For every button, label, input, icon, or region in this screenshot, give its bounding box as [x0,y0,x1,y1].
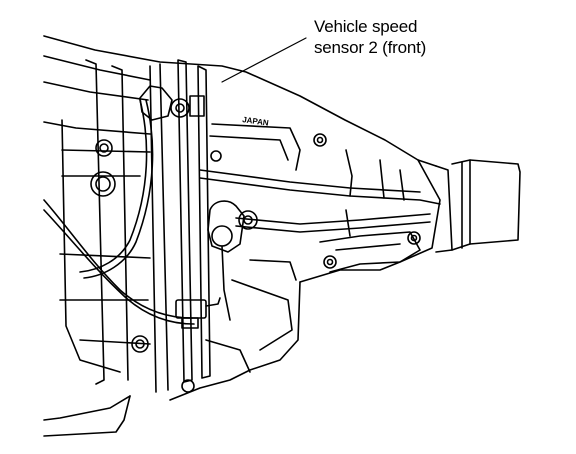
callout-line-1: Vehicle speed [314,17,418,36]
drain-plug [90,171,116,197]
callout-label: Vehicle speed sensor 2 (front) [314,16,426,58]
speed-sensor-connector [175,297,221,329]
rear-mount-bracket [319,231,421,273]
callout-leader-line [221,37,307,83]
vehicle-speed-sensor-2-front [139,85,205,121]
case-bottom-edge [169,281,301,401]
sensor-harness [43,199,193,319]
case-top-edge [43,35,437,167]
callout-line-2: sensor 2 (front) [314,38,427,57]
extension-inner-ring [435,165,453,253]
case-mating-flange [177,59,193,383]
casting-stamp: JAPAN [242,115,270,128]
